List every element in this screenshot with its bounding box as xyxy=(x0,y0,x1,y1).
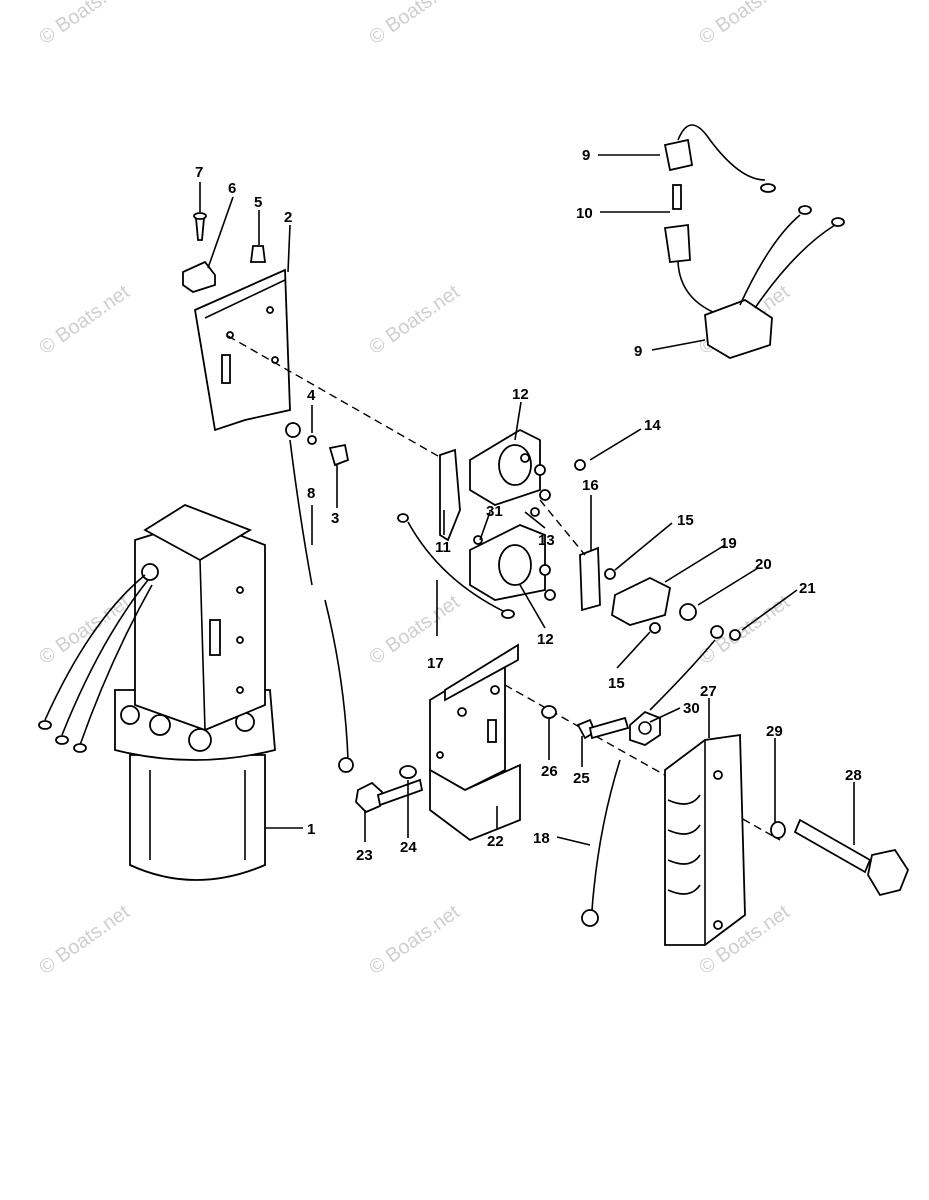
callout-26: 26 xyxy=(541,763,558,780)
relay-jumper-wire xyxy=(397,513,515,619)
callout-6: 6 xyxy=(228,180,236,197)
mount-bracket xyxy=(429,643,521,842)
watermark-text: © Boats.net xyxy=(695,0,794,49)
watermark-text: © Boats.net xyxy=(365,0,464,49)
callout-28: 28 xyxy=(845,767,862,784)
callout-3: 3 xyxy=(331,510,339,527)
callout-21: 21 xyxy=(799,580,816,597)
callout-29: 29 xyxy=(766,723,783,740)
bracket-fasteners xyxy=(355,705,630,814)
callout-23: 23 xyxy=(356,847,373,864)
callout-10: 10 xyxy=(576,205,593,222)
callout-16: 16 xyxy=(582,477,599,494)
watermark-text: © Boats.net xyxy=(35,591,134,669)
callout-9-top: 9 xyxy=(582,147,590,164)
alignment-line-plate-to-relay xyxy=(227,335,446,461)
callout-12-top: 12 xyxy=(512,386,529,403)
callout-1: 1 xyxy=(307,821,315,838)
callout-24: 24 xyxy=(400,839,417,856)
solenoid-relays xyxy=(439,428,661,634)
callout-15-bottom: 15 xyxy=(608,675,625,692)
watermark-text: © Boats.net xyxy=(35,901,134,979)
callout-9-bottom: 9 xyxy=(634,343,642,360)
watermark-text: © Boats.net xyxy=(365,901,464,979)
callout-11: 11 xyxy=(435,539,451,556)
callout-14: 14 xyxy=(644,417,661,434)
watermark-text: © Boats.net xyxy=(35,0,134,49)
callout-27: 27 xyxy=(700,683,717,700)
callout-5: 5 xyxy=(254,194,262,211)
callout-4: 4 xyxy=(307,387,316,404)
watermark-text: © Boats.net xyxy=(35,281,134,359)
pump-motor-assembly xyxy=(38,503,276,881)
callout-22: 22 xyxy=(487,833,504,850)
callout-8: 8 xyxy=(307,485,315,502)
bracket-hardware xyxy=(182,212,267,293)
watermark-text: © Boats.net xyxy=(365,281,464,359)
callout-17: 17 xyxy=(427,655,444,672)
fuse-holder-harness xyxy=(663,124,845,359)
mounting-plate xyxy=(193,268,291,432)
callout-7: 7 xyxy=(195,164,203,181)
leader-lines xyxy=(199,154,855,846)
ground-strap xyxy=(285,422,354,773)
callout-18: 18 xyxy=(533,830,550,847)
terminal-block xyxy=(664,733,746,946)
watermark-text: © Boats.net xyxy=(365,591,464,669)
callout-30: 30 xyxy=(683,700,700,717)
callout-13: 13 xyxy=(538,532,555,549)
ground-wire xyxy=(581,759,621,927)
callout-20: 20 xyxy=(755,556,772,573)
callout-19: 19 xyxy=(720,535,737,552)
callout-31: 31 xyxy=(486,503,503,520)
callout-2: 2 xyxy=(284,209,292,226)
circuit-breaker xyxy=(611,576,741,711)
callout-12-bottom: 12 xyxy=(537,631,554,648)
callout-25: 25 xyxy=(573,770,590,787)
callout-labels: 1 2 3 4 5 6 7 8 9 9 10 11 12 12 13 14 15… xyxy=(195,147,862,864)
callout-15-top: 15 xyxy=(677,512,694,529)
long-bolt xyxy=(629,710,910,897)
